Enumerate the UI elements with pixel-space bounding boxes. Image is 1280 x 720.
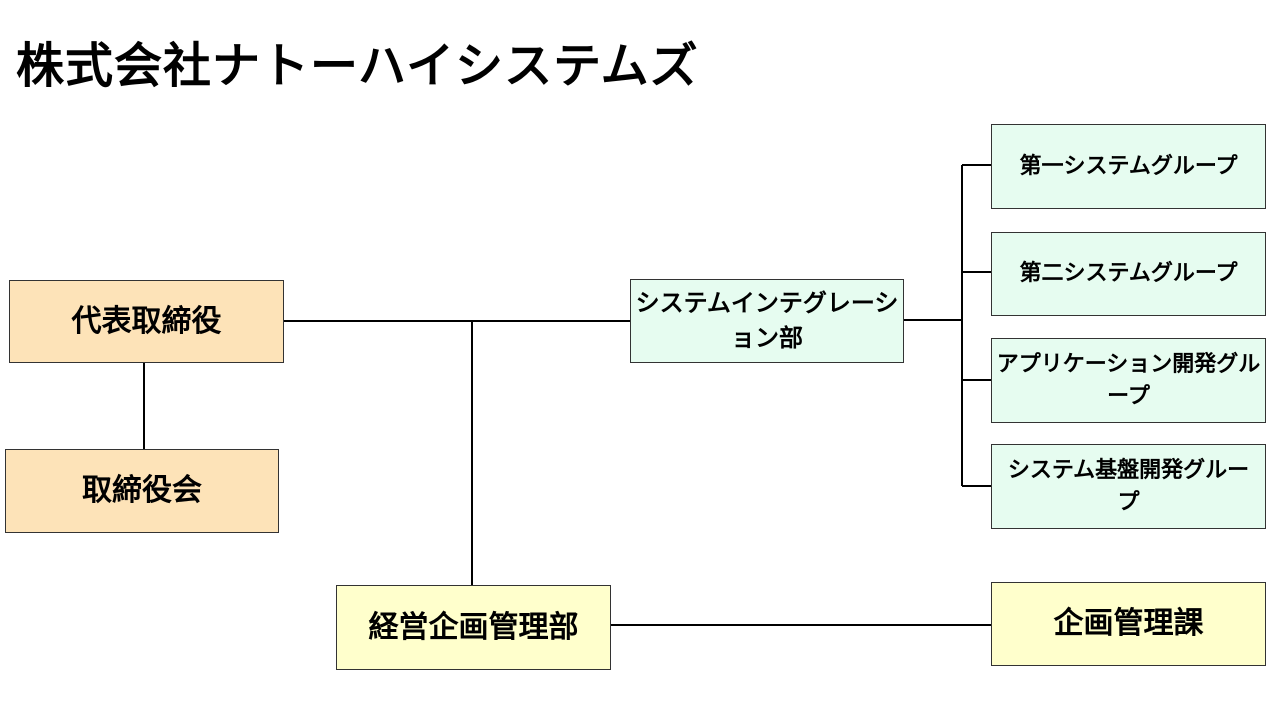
- si-dept-box: システムインテグレーション部: [630, 279, 904, 363]
- group1-box: 第一システムグループ: [991, 124, 1266, 209]
- app-group-box: アプリケーション開発グループ: [991, 338, 1266, 423]
- group1-label: 第一システムグループ: [1019, 153, 1238, 179]
- board-label: 取締役会: [82, 473, 202, 509]
- planning-section-box: 企画管理課: [991, 582, 1266, 666]
- infra-group-label: システム基盤開発グループ: [1007, 457, 1250, 515]
- infra-group-box: システム基盤開発グループ: [991, 444, 1266, 529]
- app-group-label: アプリケーション開発グループ: [996, 351, 1261, 409]
- ceo-box: 代表取締役: [9, 280, 284, 363]
- mgmt-dept-label: 経営企画管理部: [368, 609, 579, 645]
- si-dept-label: システムインテグレーション部: [635, 289, 899, 352]
- group2-box: 第二システムグループ: [991, 232, 1266, 316]
- planning-section-label: 企画管理課: [1053, 606, 1204, 642]
- ceo-label: 代表取締役: [71, 303, 222, 339]
- org-chart-title: 株式会社ナトーハイシステムズ: [16, 38, 699, 94]
- group2-label: 第二システムグループ: [1019, 261, 1238, 287]
- board-box: 取締役会: [5, 449, 279, 533]
- mgmt-dept-box: 経営企画管理部: [336, 585, 611, 670]
